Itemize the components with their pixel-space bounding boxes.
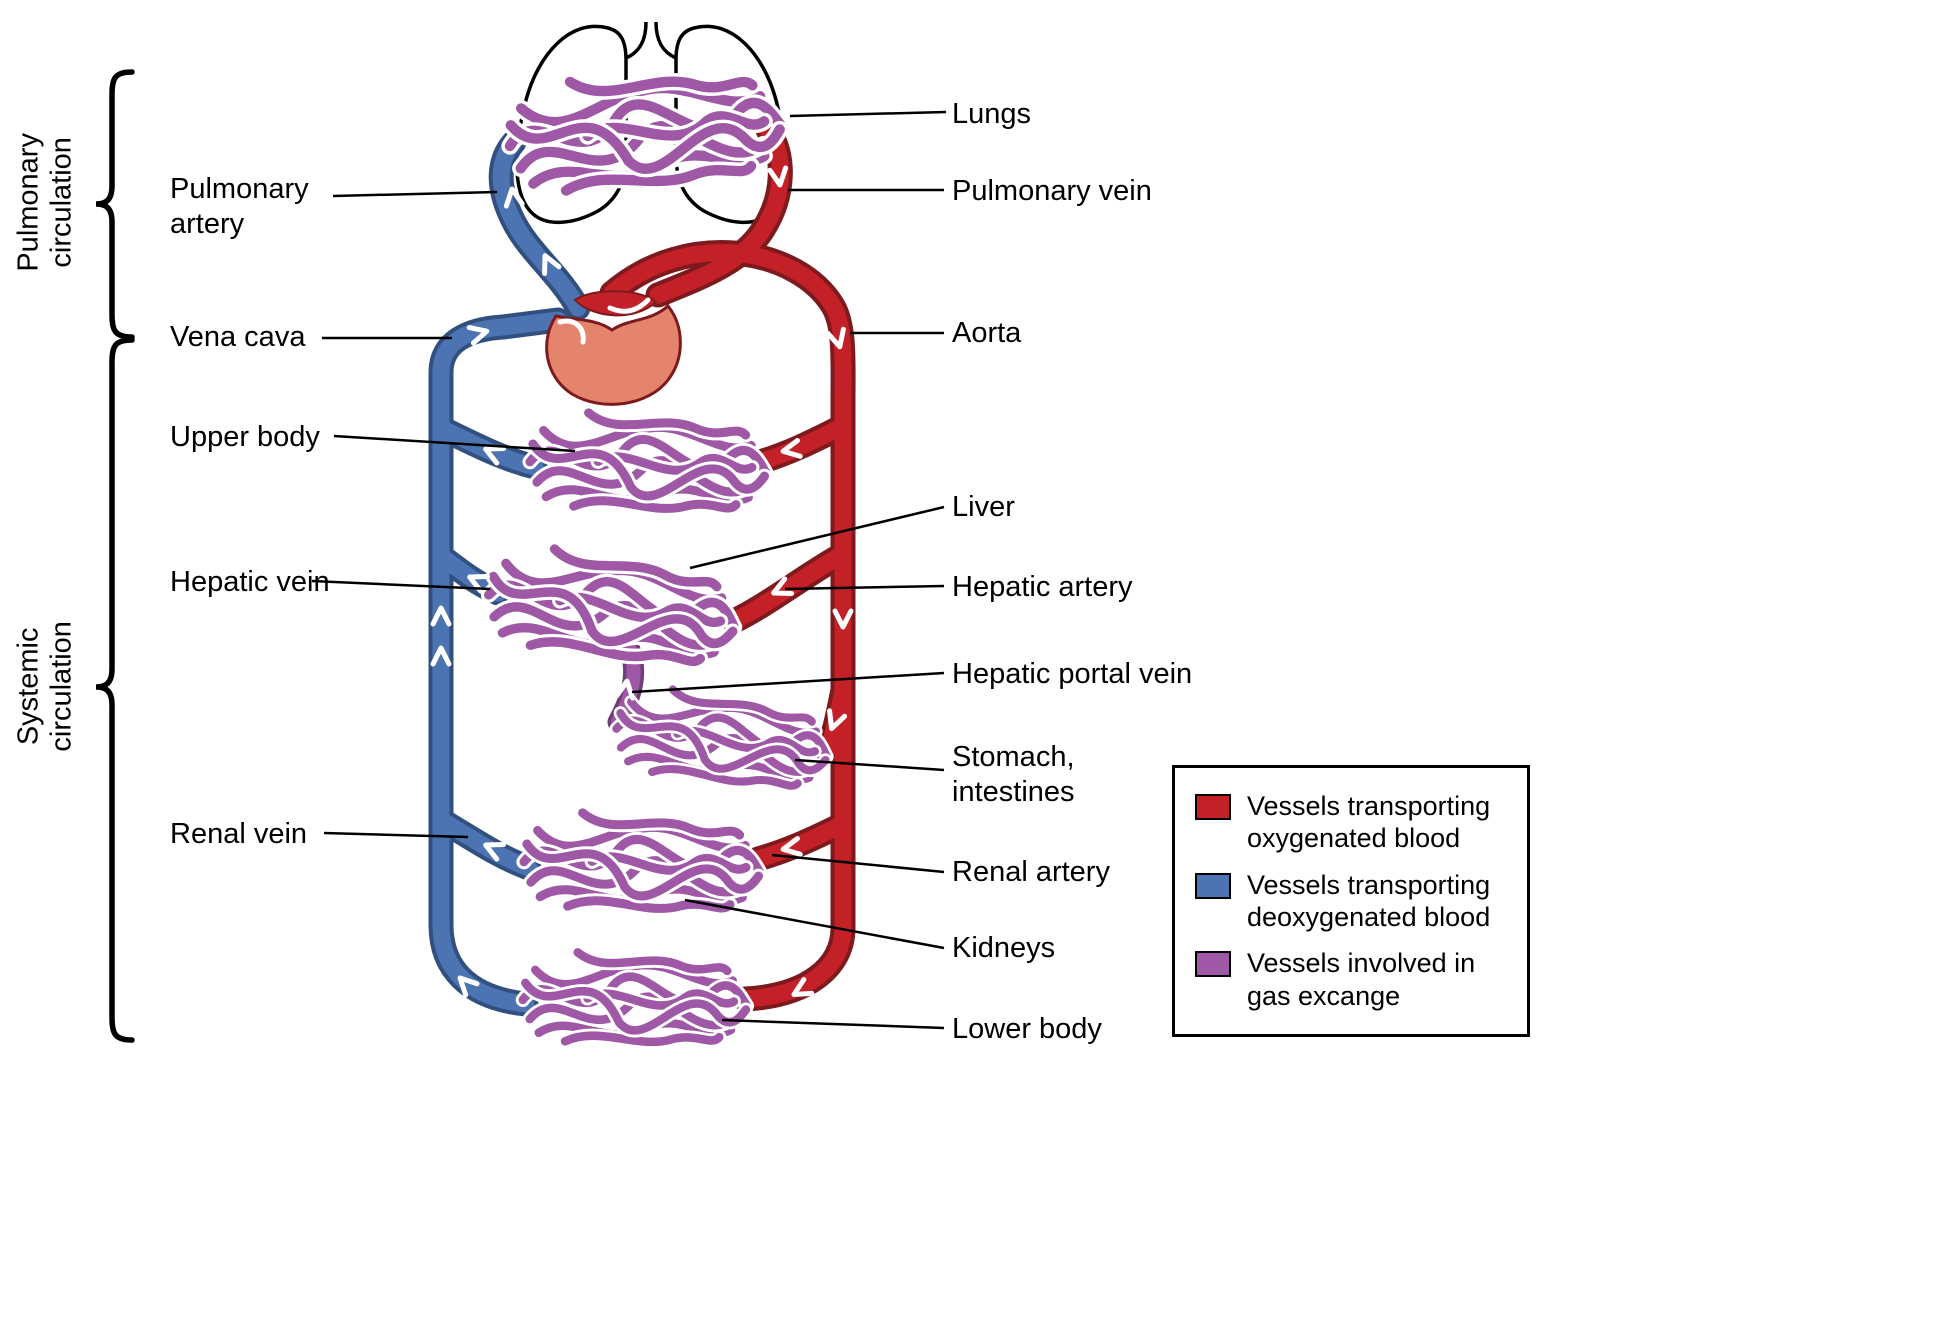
lungs-label: Lungs xyxy=(952,98,1032,130)
kidneys-label: Kidneys xyxy=(952,932,1056,964)
hepatic-vein-label: Hepatic vein xyxy=(170,566,330,598)
legend-item-label: Vessels transporting deoxygenated blood xyxy=(1247,869,1491,932)
legend: Vessels transporting oxygenated blood Ve… xyxy=(1172,765,1530,1037)
hepatic-artery-label: Hepatic artery xyxy=(952,571,1133,603)
brackets xyxy=(95,69,135,1043)
legend-item-gas-exchange: Vessels involved in gas excange xyxy=(1195,947,1507,1012)
upper-body-capillary-bed xyxy=(528,410,769,516)
legend-item-deoxygenated: Vessels transporting deoxygenated blood xyxy=(1195,869,1507,934)
stomach-intestines-label: Stomach, intestines xyxy=(952,741,1075,808)
pulmonary-artery-label: Pulmonary artery xyxy=(170,173,309,240)
vena-cava-label: Vena cava xyxy=(170,321,306,353)
lower-body-label: Lower body xyxy=(952,1013,1102,1045)
liver-capillary-bed xyxy=(483,541,742,673)
flow-arrows xyxy=(430,165,854,998)
aorta-label: Aorta xyxy=(952,317,1022,349)
pulmonary-bracket xyxy=(95,69,135,340)
systemic-bracket xyxy=(95,337,135,1043)
systemic-circulation-label: Systemic circulation xyxy=(12,621,78,752)
renal-artery-vessel xyxy=(749,815,852,868)
renal-artery-label: Renal artery xyxy=(952,856,1110,888)
leader-lines xyxy=(311,110,947,1030)
oxygenated-swatch xyxy=(1195,794,1231,820)
lungs-capillary-bed xyxy=(506,67,784,194)
pulmonary-artery-vessel xyxy=(492,133,587,317)
legend-item-label: Vessels transporting oxygenated blood xyxy=(1247,791,1491,854)
hepatic-portal-vein-label: Hepatic portal vein xyxy=(952,658,1193,690)
liver-label: Liver xyxy=(952,491,1015,523)
pulmonary-circulation-label: Pulmonary circulation xyxy=(12,133,78,272)
deoxygenated-swatch xyxy=(1195,872,1231,899)
upper-body-label: Upper body xyxy=(170,421,320,453)
lower-body-capillary-bed xyxy=(521,951,748,1048)
upper-body-artery xyxy=(754,417,852,470)
heart xyxy=(545,290,682,406)
stomach-capillary-bed xyxy=(611,682,833,795)
legend-item-label: Vessels involved in gas excange xyxy=(1247,948,1476,1011)
legend-item-oxygenated: Vessels transporting oxygenated blood xyxy=(1195,790,1507,855)
pulmonary-vein-label: Pulmonary vein xyxy=(952,175,1152,207)
renal-vein-label: Renal vein xyxy=(170,818,308,850)
capillary-swatch xyxy=(1195,951,1231,978)
pulmonary-vein-vessel xyxy=(649,121,789,304)
kidneys-capillary-bed xyxy=(522,810,763,916)
